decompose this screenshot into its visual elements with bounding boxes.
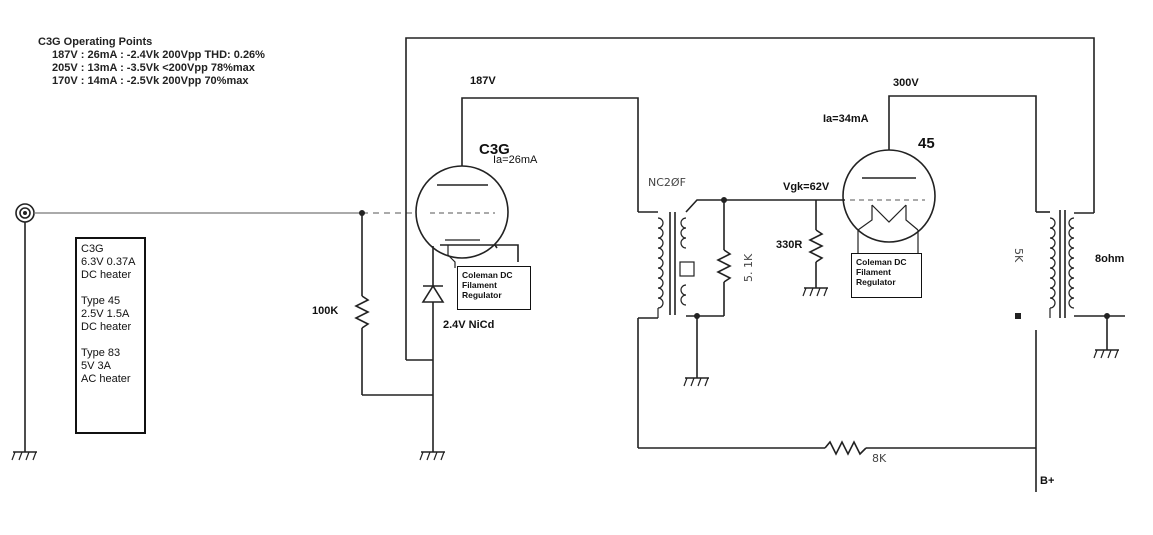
ground-symbol	[1093, 349, 1119, 359]
heater-spec-text: DC heater	[81, 269, 132, 281]
ground-symbol	[11, 451, 37, 461]
label-5k: 5K	[1012, 248, 1025, 263]
heater-spec-text: DC heater	[81, 321, 132, 333]
c3g-tube	[415, 165, 509, 259]
operating-point-line: 170V : 14mA : -2.5Vk 200Vpp 70%max	[52, 75, 249, 87]
operating-point-line: 205V : 13mA : -3.5Vk <200Vpp 78%max	[52, 62, 255, 74]
label-8ohm: 8ohm	[1095, 253, 1125, 265]
label-nc20f: NC2ØF	[648, 176, 686, 189]
resistor-5-1k	[716, 249, 732, 283]
operating-point-line: 187V : 26mA : -2.4Vk 200Vpp THD: 0.26%	[52, 49, 265, 61]
label-100k: 100K	[312, 305, 338, 317]
ground-symbol	[419, 451, 445, 461]
heater-spec-box: C3G 6.3V 0.37A DC heater Type 45 2.5V 1.…	[75, 237, 146, 434]
c3g-filament-regulator: Coleman DC Filament Regulator	[457, 266, 531, 310]
label-45: 45	[918, 135, 935, 152]
regulator-text: Filament	[462, 280, 497, 290]
regulator-text: Coleman DC	[462, 270, 513, 280]
resistor-8k	[824, 440, 867, 456]
heater-spec-text: 6.3V 0.37A	[81, 256, 136, 268]
type-45-tube	[842, 149, 936, 243]
label-nicd: 2.4V NiCd	[443, 319, 494, 331]
label-187v: 187V	[470, 75, 496, 87]
heater-spec-text: 2.5V 1.5A	[81, 308, 130, 320]
resistor-100k	[354, 295, 370, 329]
heater-spec-45: Type 45 2.5V 1.5A DC heater	[81, 295, 140, 334]
heater-spec-text: Type 83	[81, 347, 121, 359]
label-c3g-ia: Ia=26mA	[493, 154, 538, 166]
resistor-330r	[808, 229, 824, 263]
heater-spec-text: C3G	[81, 243, 104, 255]
label-5-1k: 5. 1K	[742, 253, 755, 282]
label-8k: 8K	[872, 452, 887, 465]
label-c3g: C3G	[479, 141, 510, 158]
label-300v: 300V	[893, 77, 919, 89]
label-45-ia: Ia=34mA	[823, 113, 869, 125]
45-plate-wire	[888, 95, 1037, 212]
label-bplus: B+	[1040, 475, 1054, 487]
heater-spec-83: Type 83 5V 3A AC heater	[81, 347, 140, 386]
operating-points-note: C3G Operating Points 187V : 26mA : -2.4V…	[38, 36, 265, 88]
output-transformer	[1015, 210, 1125, 319]
operating-points-title: C3G Operating Points	[38, 36, 153, 48]
input-jack	[15, 203, 35, 223]
heater-spec-text: 5V 3A	[81, 360, 111, 372]
regulator-text: Coleman DC	[856, 257, 907, 267]
label-330r: 330R	[776, 239, 802, 251]
c3g-plate-wire	[461, 97, 639, 212]
feedback-wire	[405, 37, 1095, 360]
heater-spec-text: AC heater	[81, 373, 131, 385]
c3g-heater-wire	[447, 245, 456, 268]
ground-symbol	[683, 377, 709, 387]
secondary-top-wire	[685, 199, 724, 213]
nc20f-transformer	[638, 211, 695, 319]
heater-spec-text: Type 45	[81, 295, 121, 307]
regulator-text: Regulator	[462, 290, 502, 300]
45-filament-regulator: Coleman DC Filament Regulator	[851, 253, 922, 298]
heater-spec-c3g: C3G 6.3V 0.37A DC heater	[81, 243, 140, 282]
ground-symbol	[802, 287, 828, 297]
regulator-text: Regulator	[856, 277, 896, 287]
nicd-diode	[421, 284, 445, 303]
regulator-text: Filament	[856, 267, 891, 277]
c3g-heater-wire	[495, 244, 519, 262]
label-vgk: Vgk=62V	[783, 181, 830, 193]
